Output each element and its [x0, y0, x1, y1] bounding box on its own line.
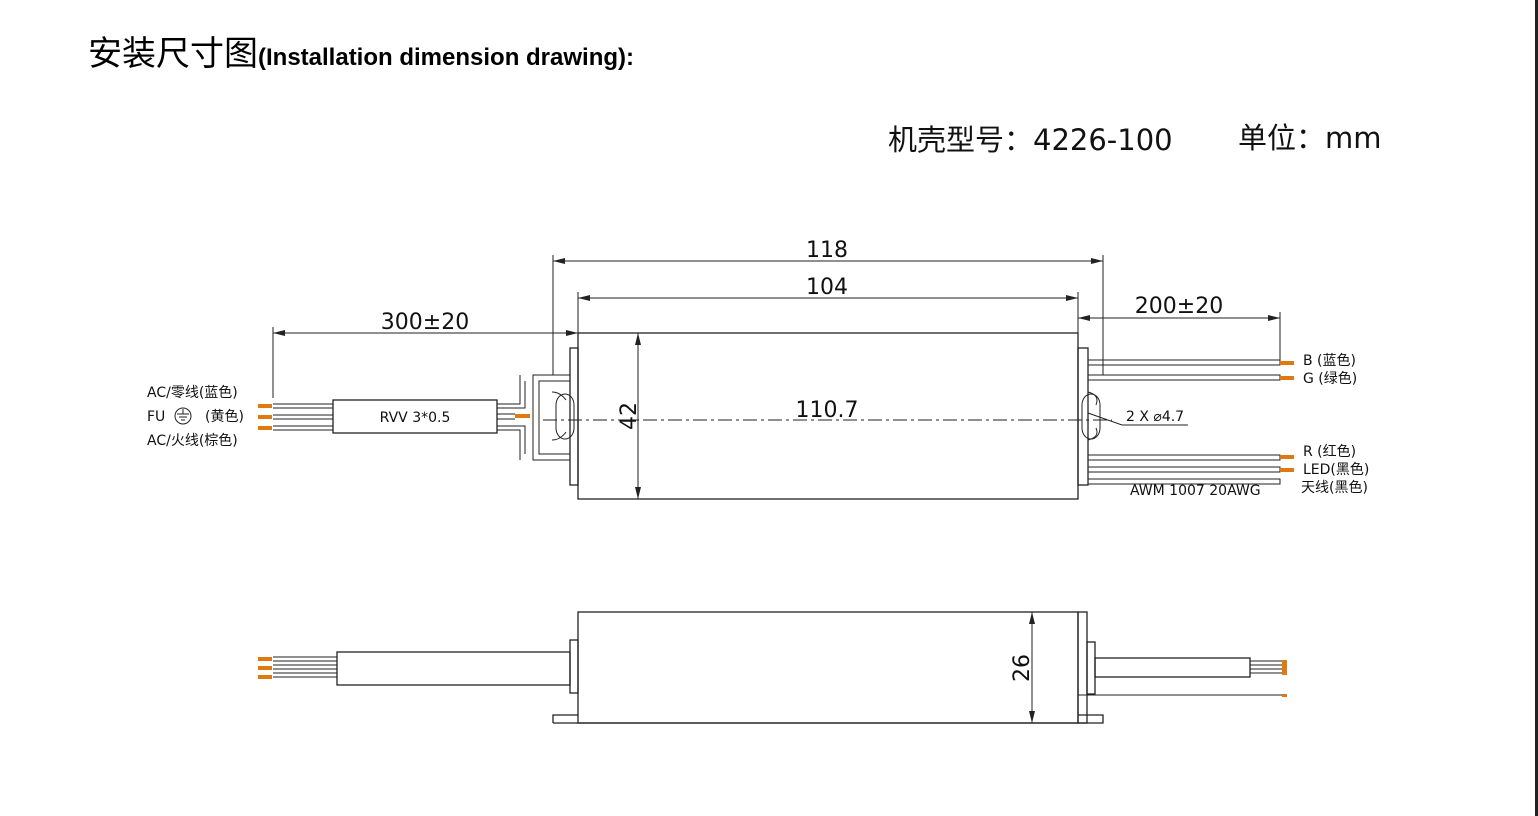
- title-cn: 安装尺寸图: [88, 34, 258, 74]
- mount-feet: [552, 714, 1104, 724]
- page-title: 安装尺寸图(Installation dimension drawing):: [88, 26, 634, 75]
- left-mount-hole: [551, 391, 575, 441]
- output-wires: [1088, 359, 1294, 485]
- title-en: (Installation dimension drawing):: [258, 44, 635, 71]
- side-view: 26: [258, 611, 1287, 724]
- unit-label: 单位：mm: [1238, 121, 1382, 155]
- dim-26: [1029, 612, 1035, 723]
- left-bracket: [532, 374, 570, 461]
- hole-label: 2 X ⌀4.7: [1126, 409, 1184, 425]
- output-cable-label: AWM 1007 20AWG: [1130, 483, 1261, 499]
- wire-antenna-label: 天线(黑色): [1301, 479, 1368, 496]
- dim-26-label: 26: [1010, 654, 1035, 682]
- wire-ground-prefix: FU: [147, 409, 165, 425]
- dim-104-label: 104: [806, 275, 848, 300]
- input-cable-side: [336, 651, 571, 686]
- wire-ground-label: (黄色): [205, 408, 244, 425]
- right-mount-hole: [1081, 391, 1101, 441]
- model-label: 机壳型号：4226-100: [888, 123, 1173, 157]
- ground-icon: [174, 407, 192, 425]
- wire-live-label: AC/火线(棕色): [147, 432, 238, 449]
- wire-r-label: R (红色): [1303, 443, 1356, 460]
- input-cable-label: RVV 3*0.5: [380, 410, 451, 426]
- wire-neutral-label: AC/零线(蓝色): [147, 384, 238, 401]
- housing-body-side: [577, 611, 1079, 724]
- right-end-cap: [1077, 347, 1089, 486]
- dim-300: [272, 327, 578, 398]
- input-cable: [258, 375, 530, 460]
- page-edge: [1535, 0, 1538, 816]
- dim-200: [1078, 312, 1281, 360]
- left-end-cap: [569, 347, 579, 486]
- dim-110-label: 110.7: [796, 398, 859, 423]
- wire-led-label: LED(黑色): [1303, 461, 1369, 478]
- wire-b-label: B (蓝色): [1303, 352, 1356, 369]
- dim-118: [552, 255, 1104, 375]
- dim-300-label: 300±20: [381, 310, 469, 335]
- dim-118-label: 118: [806, 238, 848, 263]
- wire-g-label: G (绿色): [1303, 370, 1357, 387]
- dim-200-label: 200±20: [1135, 294, 1223, 319]
- top-view: 118 104 300±20 200±20 42 110.7 2 X ⌀4.7: [147, 238, 1369, 500]
- dim-104: [577, 292, 1079, 333]
- output-cable-side: [1094, 657, 1251, 678]
- dim-42: [635, 333, 641, 499]
- dim-42-label: 42: [617, 402, 642, 430]
- hole-leader: [1087, 412, 1188, 426]
